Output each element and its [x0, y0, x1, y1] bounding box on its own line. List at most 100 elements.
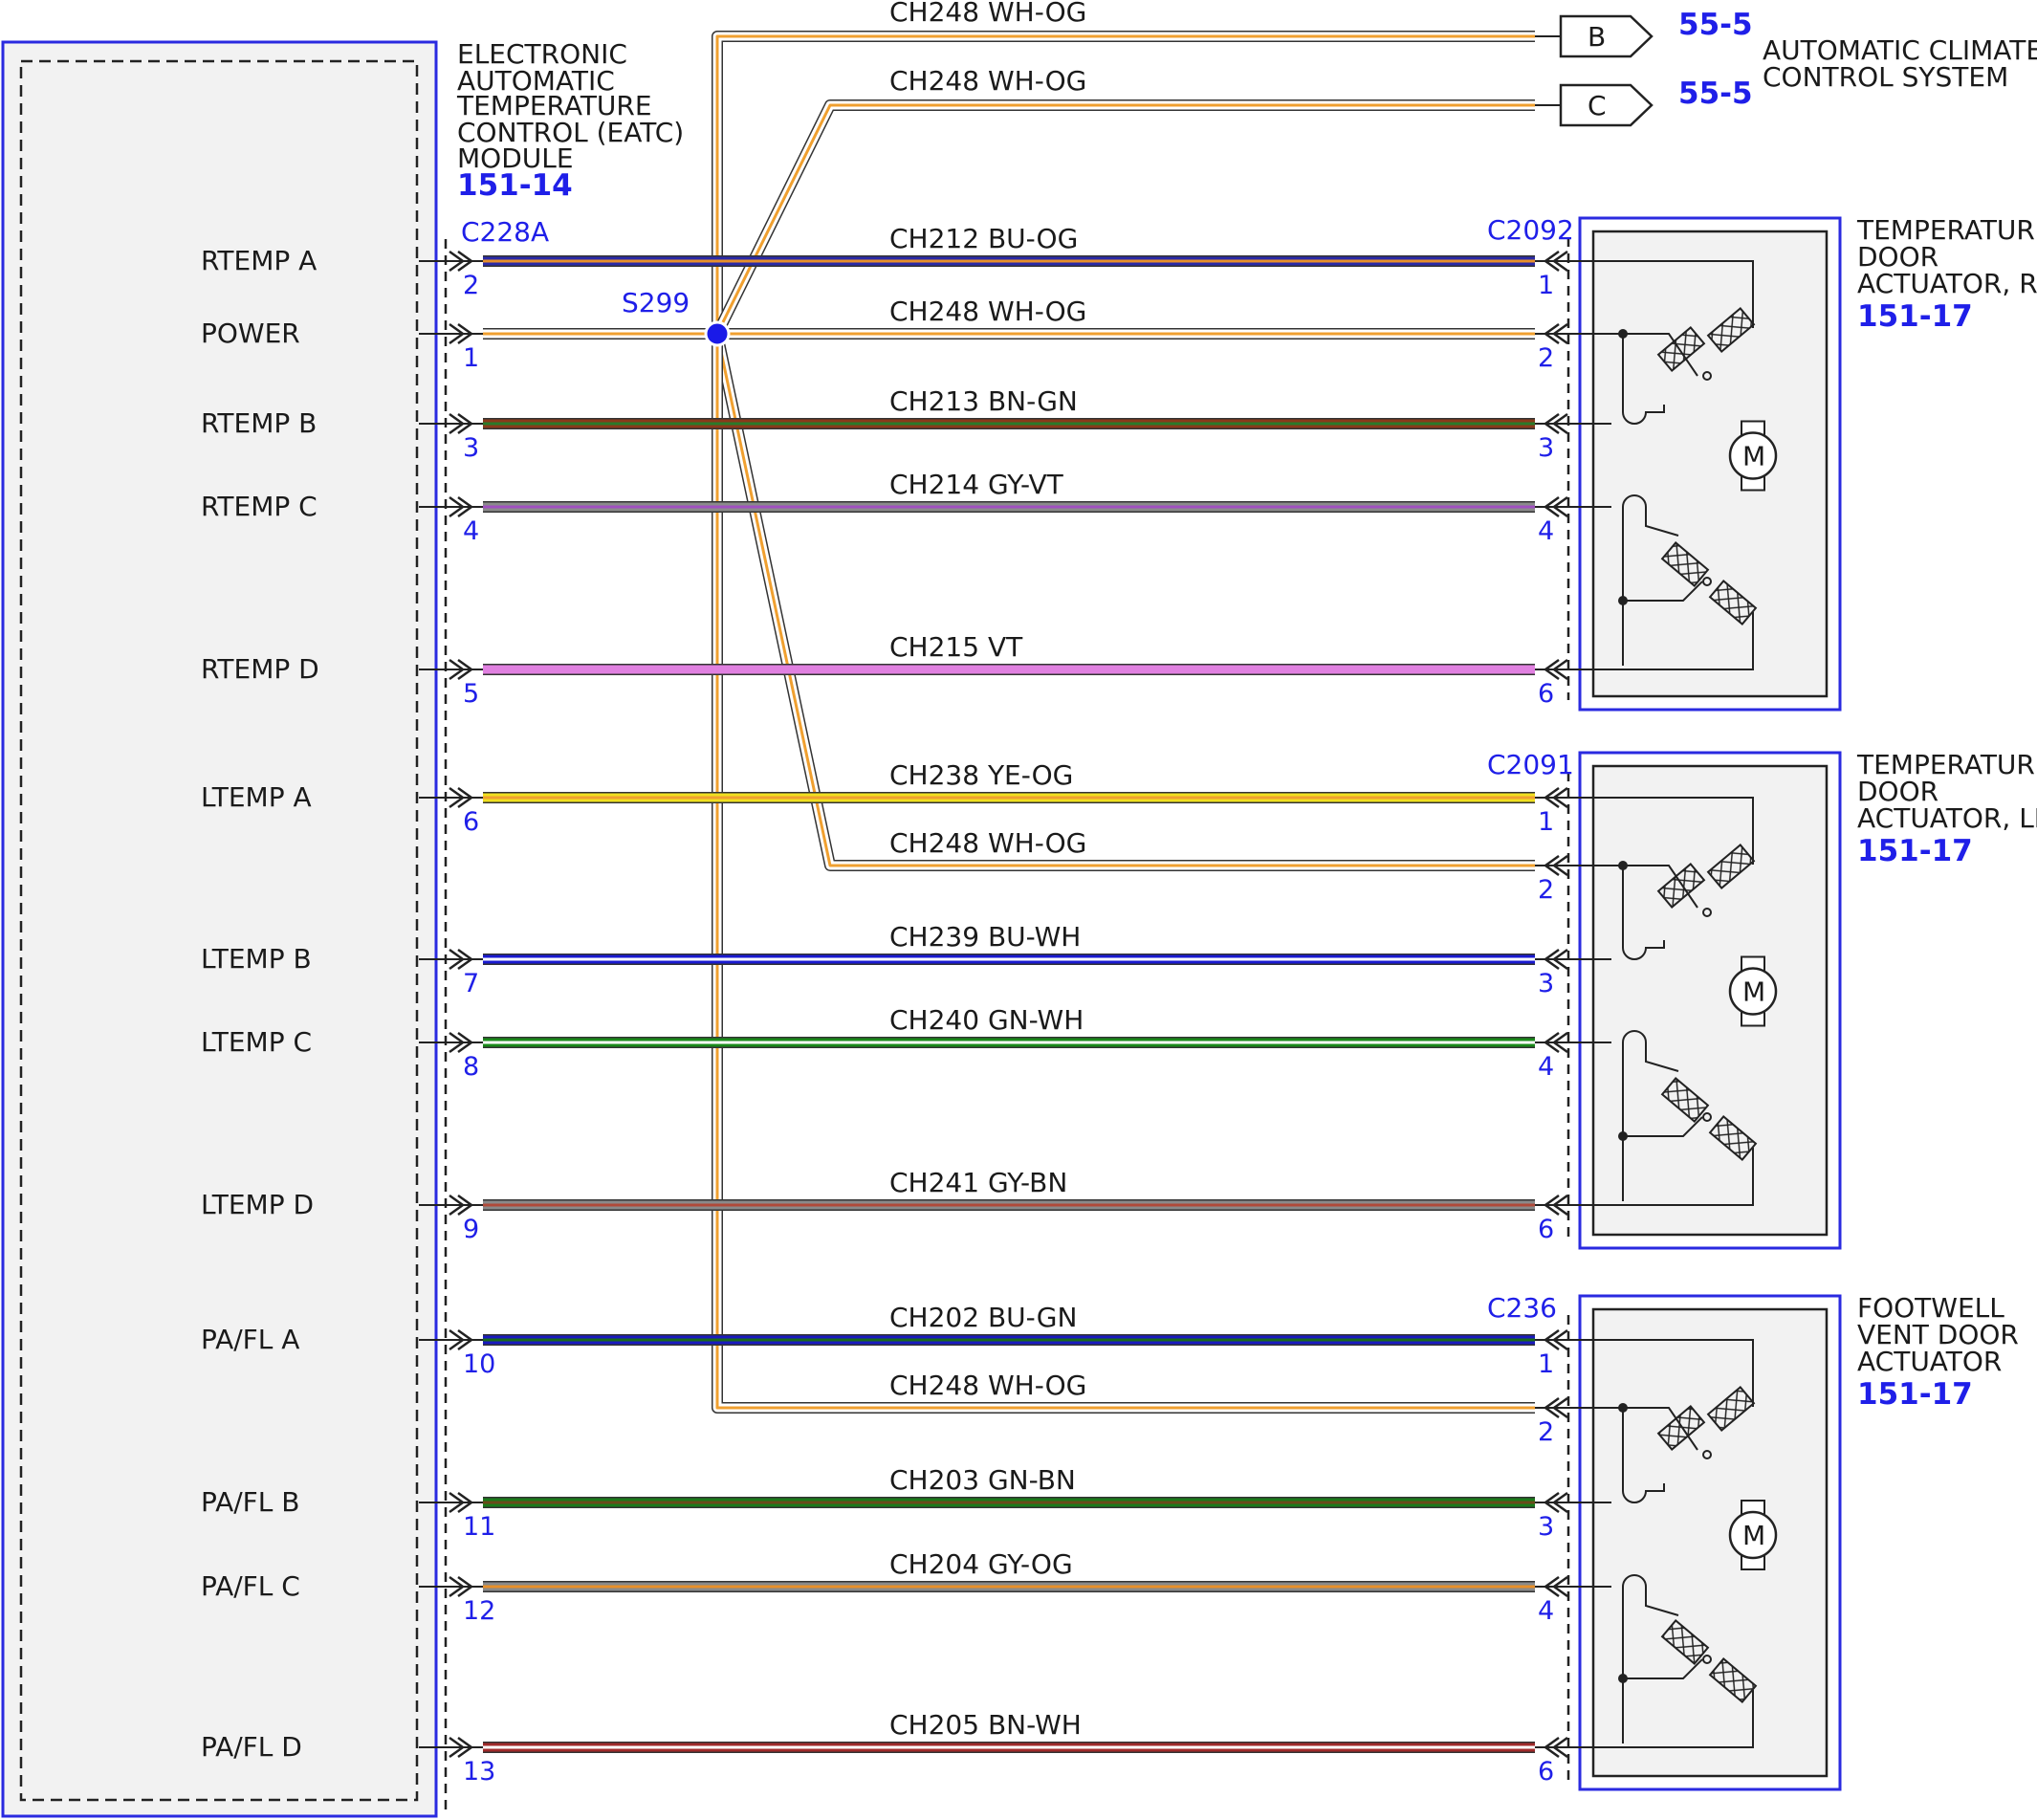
actuator-pin: 3 [1538, 969, 1554, 998]
coil-winding [1656, 863, 1706, 909]
actuator-connector: C236 [1487, 1292, 1557, 1324]
climate-control-title: AUTOMATIC CLIMATE CONTROL SYSTEM [1763, 34, 2037, 93]
module-pin: 13 [463, 1757, 495, 1787]
trunk-to-b [712, 31, 1535, 334]
module-terminal-arrow [449, 1328, 474, 1351]
actuator-pin: 4 [1538, 516, 1554, 546]
signal-label: RTEMP C [201, 491, 318, 522]
coil-winding [1708, 1657, 1758, 1703]
eatc-title-line-1: ELECTRONIC [457, 38, 627, 70]
motor-symbol: M [1728, 420, 1778, 492]
actuator-terminal-arrow [1543, 495, 1568, 518]
module-terminal-arrow [449, 250, 474, 273]
signal-label: PA/FL B [201, 1486, 300, 1518]
circuit-label: CH202 BU-GN [889, 1302, 1077, 1333]
actuator-pin: 2 [1538, 1417, 1554, 1447]
coil-tap [1702, 1655, 1712, 1664]
internal-wire [1622, 1574, 1679, 1616]
actuator-terminal-arrow [1543, 1328, 1568, 1351]
module-terminal-arrow [449, 658, 474, 681]
circuit-label: CH248 WH-OG [889, 1370, 1086, 1401]
circuit-label: CH204 GY-OG [889, 1548, 1073, 1580]
actuator-pin: 1 [1538, 1349, 1554, 1379]
module-pin: 10 [463, 1349, 495, 1379]
motor-label: M [1742, 976, 1765, 1008]
motor-symbol: M [1728, 1500, 1778, 1570]
internal-wire [1580, 612, 1754, 670]
coil-winding [1660, 541, 1710, 587]
module-pin: 4 [463, 516, 479, 546]
trunk-to-b-base [712, 32, 1535, 334]
circuit-label: CH205 BN-WH [889, 1709, 1082, 1741]
coil-winding [1656, 1405, 1706, 1451]
signal-label: LTEMP A [201, 781, 312, 813]
climate-output-letter: B [1588, 21, 1606, 53]
junction-dot [1618, 329, 1628, 339]
junction-dot [1618, 1131, 1628, 1141]
coil-winding [1706, 307, 1756, 353]
module-pin: 9 [463, 1215, 479, 1244]
trunk-to-c-stripe [715, 103, 1535, 335]
actuator-pin: 2 [1538, 343, 1554, 373]
connector-c228a: C228A [461, 216, 549, 248]
module-terminal-arrow [449, 1491, 474, 1514]
actuator-title-line-2: DOOR [1857, 776, 1938, 807]
eatc-module-inner-dashed [19, 59, 419, 1802]
motor-label: M [1742, 441, 1765, 472]
actuator-terminal-arrow [1543, 1031, 1568, 1054]
actuator-inner [1591, 230, 1829, 698]
motor-circle [1728, 967, 1778, 1016]
coil-winding [1706, 844, 1756, 889]
signal-label: POWER [201, 318, 300, 349]
circuit-label: CH215 VT [889, 631, 1023, 663]
internal-wire [1580, 1586, 1624, 1743]
coil-winding [1708, 580, 1758, 625]
actuator-title-line-2: DOOR [1857, 241, 1938, 273]
actuator-terminal-arrow [1543, 1194, 1568, 1217]
actuator-connector: C2091 [1487, 749, 1574, 780]
trunk-to-c-outline [712, 99, 1535, 337]
coil-tap [1702, 1450, 1712, 1459]
eatc-module-title: ELECTRONIC AUTOMATIC TEMPERATURE CONTROL… [456, 38, 684, 203]
internal-wire [1580, 797, 1754, 865]
internal-wire [1580, 1690, 1754, 1748]
trunk-to-b-stripe [715, 34, 1535, 334]
trunk-to-lh-base [712, 333, 1535, 870]
climate-output-letter: C [1588, 90, 1607, 121]
actuator-inner [1591, 1307, 1829, 1778]
trunk-to-lh-outline [712, 332, 1535, 871]
actuator-terminal-arrow [1543, 1491, 1568, 1514]
splice-s299-dot [704, 320, 731, 347]
actuator-title-line-1: TEMPERATURE [1856, 214, 2037, 246]
motor-label: M [1742, 1520, 1765, 1551]
internal-wire [1623, 1116, 1703, 1137]
trunk-to-c-base [712, 100, 1535, 336]
module-terminal-arrow [449, 322, 474, 345]
coil-winding [1706, 1386, 1756, 1432]
coil-winding [1660, 1619, 1710, 1665]
module-terminal-arrow [449, 1194, 474, 1217]
actuator-ref: 151-17 [1857, 1377, 1973, 1412]
module-terminal-arrow [449, 948, 474, 971]
actuator-title-line-1: TEMPERATURE [1856, 749, 2037, 780]
coil-tap [1702, 371, 1712, 381]
internal-wire [1580, 260, 1754, 328]
actuator-title-line-3: ACTUATOR [1857, 1346, 2002, 1377]
circuit-label: CH248 WH-OG [889, 827, 1086, 859]
actuator-ref: 151-17 [1857, 299, 1973, 334]
trunk-to-b-outline [712, 31, 1535, 334]
eatc-title-line-5: MODULE [457, 143, 574, 174]
signal-label: PA/FL C [201, 1570, 300, 1602]
